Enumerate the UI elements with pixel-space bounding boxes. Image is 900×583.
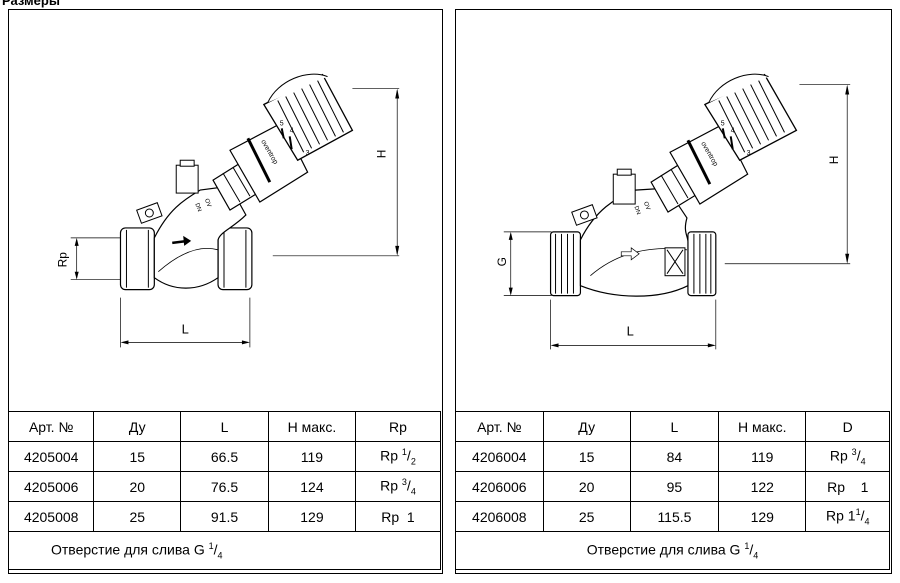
svg-text:OV: OV <box>203 198 212 208</box>
dim-l-label: L <box>182 321 189 336</box>
table-header-row: Арт. № Ду L H макс. D <box>455 411 890 442</box>
svg-text:4: 4 <box>290 127 294 134</box>
col-header: Ду <box>93 411 182 442</box>
table-row: 4206008 25 115.5 129 Rp 11/4 <box>455 501 890 532</box>
table-row: 4205008 25 91.5 129 Rp 1 <box>7 501 442 532</box>
right-spec-table: Арт. № Ду L H макс. D 4206004 15 84 119 … <box>455 411 890 570</box>
col-header: H макс. <box>718 411 807 442</box>
dim-l-label: L <box>627 323 634 338</box>
left-spec-table: Арт. № Ду L H макс. Rp 4205004 15 66.5 1… <box>7 411 442 570</box>
col-header: Арт. № <box>7 411 95 442</box>
table-row: 4205006 20 76.5 124 Rp 3/4 <box>7 471 442 502</box>
table-row: 4206006 20 95 122 Rp 1 <box>455 471 890 502</box>
dim-rp-label: Rp <box>56 252 70 268</box>
dim-g-label: G <box>495 257 509 266</box>
col-header: L <box>180 411 269 442</box>
drain-note-row: Отверстие для слива G 1/4 <box>455 531 890 570</box>
svg-text:3: 3 <box>747 150 751 157</box>
svg-text:DN: DN <box>632 205 641 215</box>
dim-h-label: H <box>374 150 388 159</box>
table-row: 4205004 15 66.5 119 Rp 1/2 <box>7 441 442 472</box>
svg-text:DN: DN <box>193 202 202 212</box>
drain-note-row: Отверстие для слива G 1/4 <box>8 531 441 570</box>
table-header-row: Арт. № Ду L H макс. Rp <box>7 411 442 442</box>
dim-h-label: H <box>827 156 841 165</box>
svg-text:3: 3 <box>306 150 310 157</box>
col-header: D <box>805 411 890 442</box>
col-header: Арт. № <box>455 411 544 442</box>
left-valve-drawing: H Rp L <box>9 10 442 411</box>
svg-text:5: 5 <box>280 120 284 127</box>
svg-text:OV: OV <box>642 201 651 211</box>
table-row: 4206004 15 84 119 Rp 3/4 <box>455 441 890 472</box>
section-title: Размеры <box>2 0 60 8</box>
col-header: L <box>629 411 720 442</box>
col-header: H макс. <box>267 411 356 442</box>
svg-text:5: 5 <box>721 120 725 127</box>
left-valve-panel: H Rp L <box>7 9 443 574</box>
col-header: Ду <box>542 411 631 442</box>
right-valve-drawing: H G L <box>456 10 891 411</box>
col-header: Rp <box>354 411 442 442</box>
right-valve-panel: H G L <box>455 9 892 574</box>
svg-text:4: 4 <box>731 127 735 134</box>
